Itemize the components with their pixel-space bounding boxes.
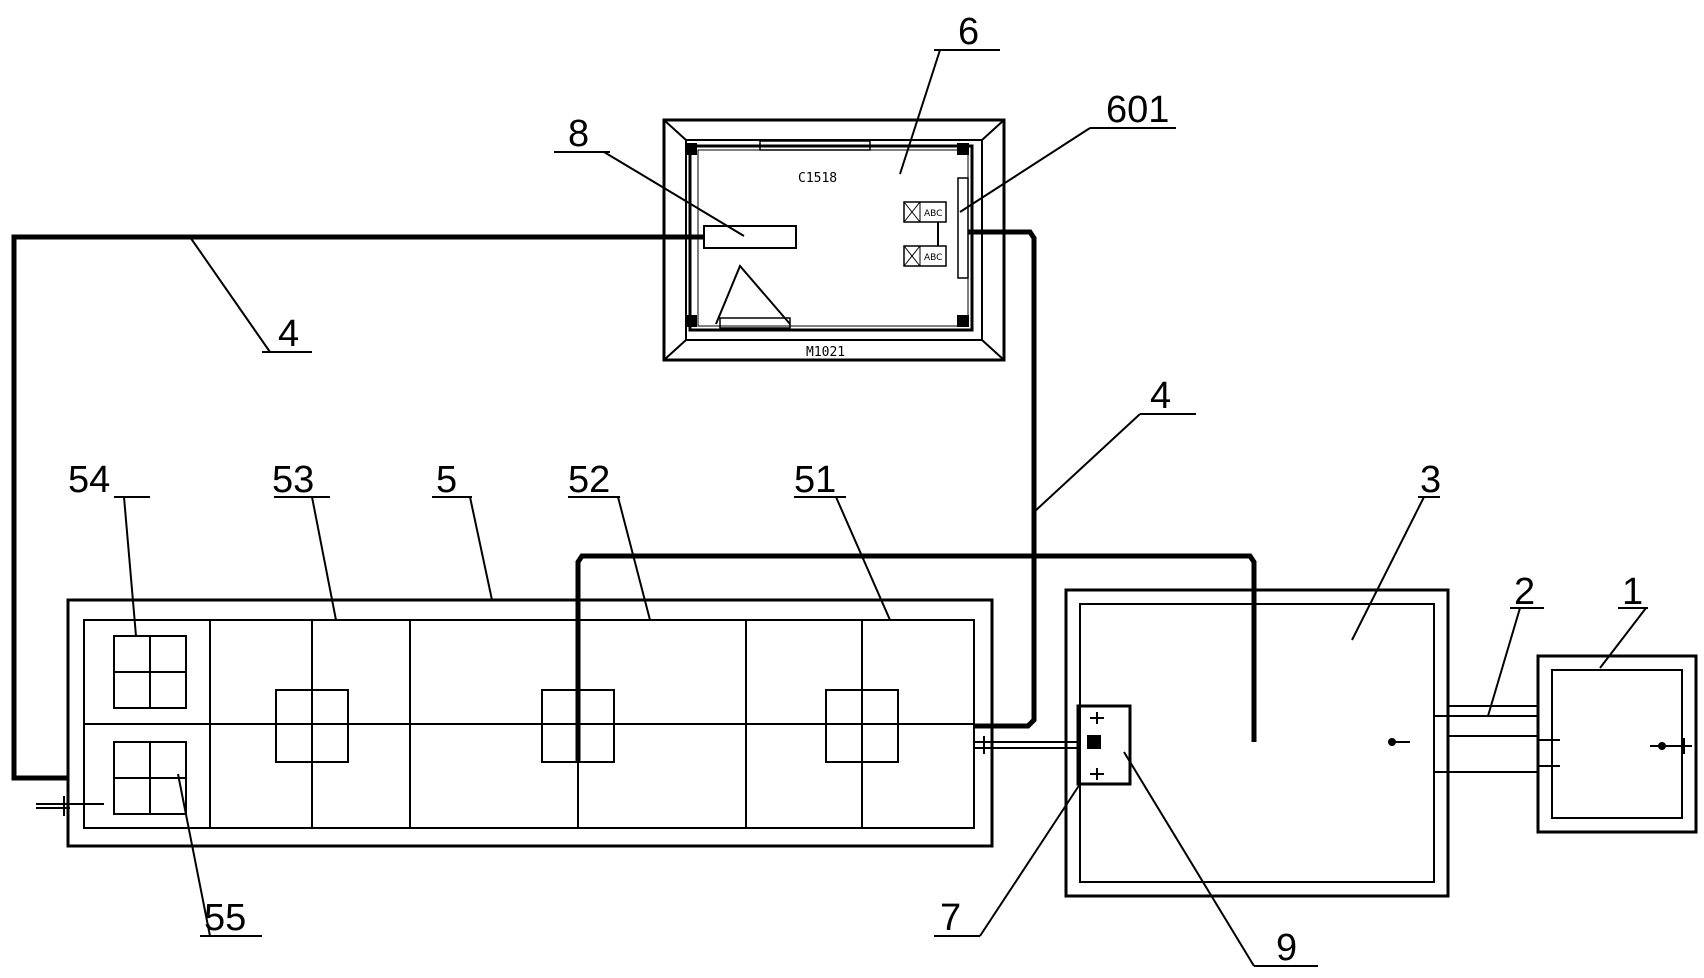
label-4-left: 4 <box>278 313 299 355</box>
window-code: C1518 <box>798 171 837 186</box>
label-6: 6 <box>958 11 979 53</box>
label-54: 54 <box>68 459 110 501</box>
tank-3 <box>1064 588 1450 898</box>
label-53: 53 <box>272 459 314 501</box>
room-6 <box>662 118 1006 362</box>
tank-5 <box>36 598 994 848</box>
device-7-9 <box>1076 704 1132 786</box>
label-55: 55 <box>204 897 246 939</box>
label-601: 601 <box>1106 89 1169 131</box>
device-code-lower: ABC <box>924 253 942 263</box>
label-7: 7 <box>940 897 961 939</box>
labels: 6 601 8 4 4 54 53 5 52 51 3 2 1 55 7 9 C… <box>68 11 1643 969</box>
label-2: 2 <box>1514 571 1535 613</box>
label-5: 5 <box>436 459 457 501</box>
label-4-right: 4 <box>1150 375 1171 417</box>
label-1: 1 <box>1622 571 1643 613</box>
device-code-upper: ABC <box>924 209 942 219</box>
label-8: 8 <box>568 113 589 155</box>
label-52: 52 <box>568 459 610 501</box>
label-9: 9 <box>1276 927 1297 969</box>
door-code: M1021 <box>806 345 845 360</box>
unit-2 <box>1433 705 1560 773</box>
tank-1 <box>1536 654 1698 834</box>
pipe-4 <box>11 229 1257 781</box>
leader-lines <box>114 49 1648 967</box>
label-3: 3 <box>1420 459 1441 501</box>
pipe-5-to-7 <box>974 736 1080 754</box>
label-51: 51 <box>794 459 836 501</box>
